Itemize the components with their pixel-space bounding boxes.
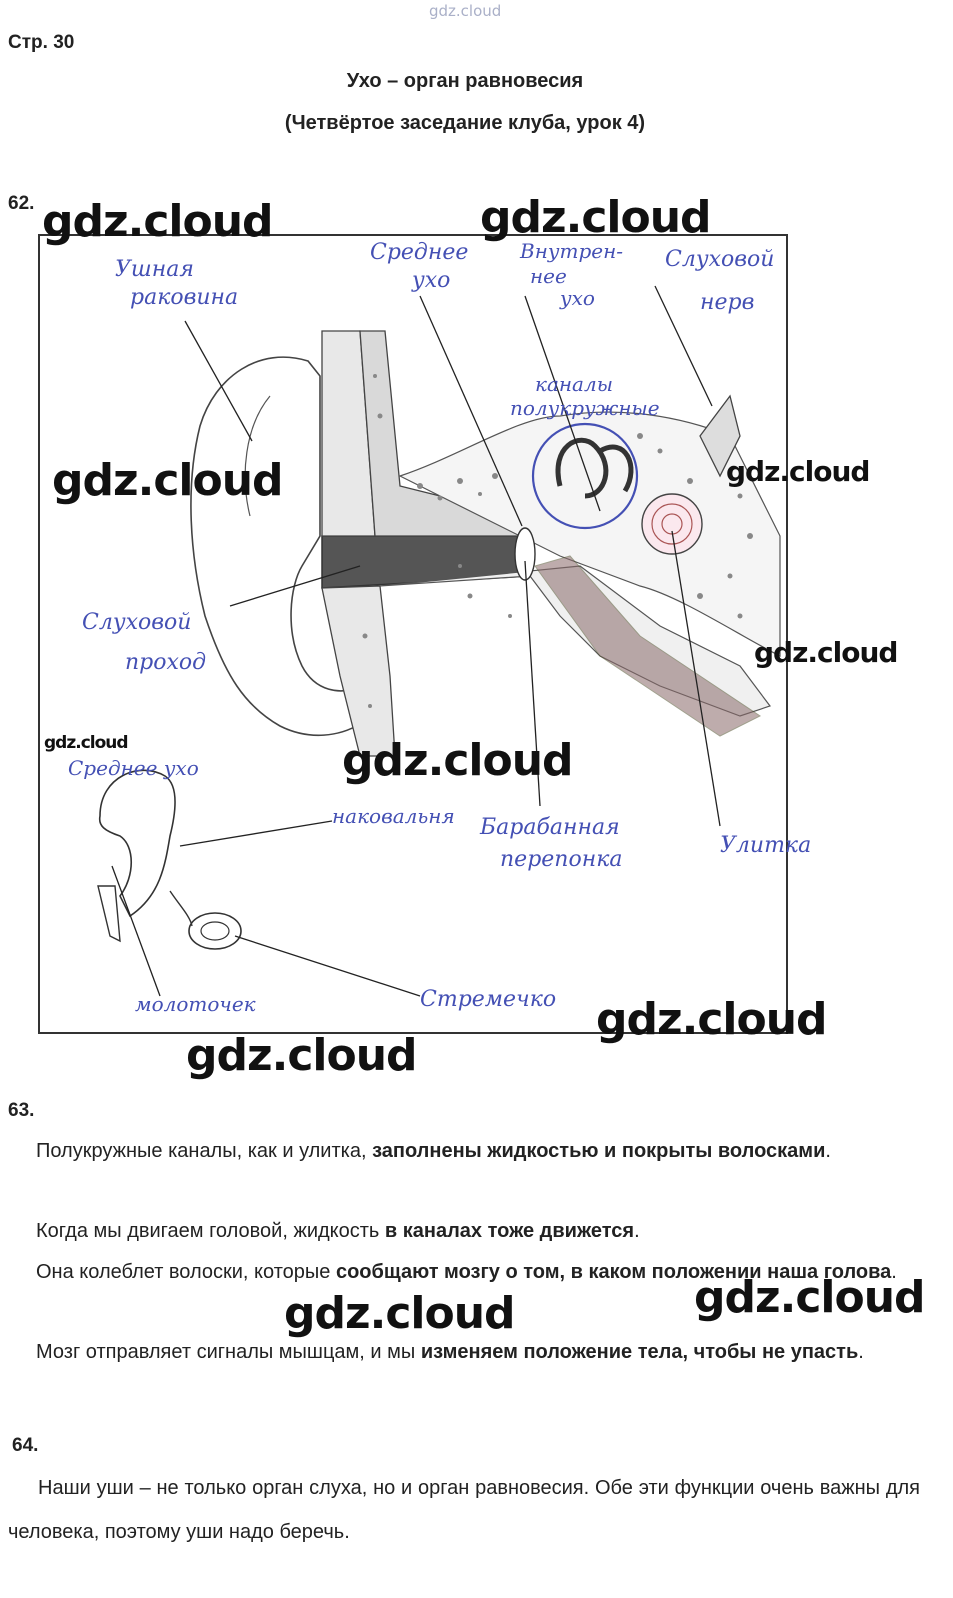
label-malleus: молоточек	[135, 992, 256, 1016]
label-cochlea: Улитка	[720, 833, 812, 858]
label-middle-ear-1: Среднее	[370, 240, 469, 265]
task-63-paragraph-4: Мозг отправляет сигналы мышцам, и мы изм…	[36, 1341, 864, 1363]
watermark: gdz.cloud	[480, 192, 712, 243]
label-middle-ear-small: Среднее ухо	[68, 756, 199, 780]
watermark: gdz.cloud	[596, 994, 828, 1045]
task-63-paragraph-3: Она колеблет волоски, которые сообщают м…	[36, 1261, 897, 1283]
label-canals-2: полукружные	[510, 396, 660, 420]
watermark: gdz.cloud	[342, 735, 574, 786]
ear-illustration	[97, 285, 781, 997]
label-inner-ear-2: нее	[530, 264, 567, 288]
label-auricle-2: раковина	[130, 285, 239, 310]
ear-diagram: Ушная раковина Среднее ухо Внутрен- нее …	[38, 234, 811, 1034]
watermark: gdz.cloud	[754, 636, 898, 669]
task-63-paragraph-1: Полукружные каналы, как и улитка, заполн…	[36, 1140, 831, 1162]
label-ear-canal-1: Слуховой	[82, 610, 192, 635]
label-eardrum-2: перепонка	[500, 847, 623, 872]
stapes-shape	[188, 912, 242, 950]
label-incus: наковальня	[332, 804, 455, 828]
watermark: gdz.cloud	[186, 1030, 418, 1081]
watermark: gdz.cloud	[694, 1272, 926, 1323]
watermark: gdz.cloud	[52, 455, 284, 506]
watermark-top: gdz.cloud	[429, 2, 502, 20]
watermark: gdz.cloud	[44, 733, 129, 753]
page-subtitle: (Четвёртое заседание клуба, урок 4)	[284, 112, 646, 134]
ear-canal-shape	[321, 535, 531, 589]
label-auricle-1: Ушная	[115, 257, 194, 282]
label-canals-1: каналы	[535, 372, 613, 396]
page-title: Ухо – орган равновесия	[346, 70, 584, 92]
label-middle-ear-2: ухо	[412, 268, 451, 293]
page-number: Стр. 30	[8, 32, 75, 53]
task-63-number: 63.	[8, 1100, 35, 1121]
incus-malleus-shape	[98, 769, 176, 918]
cochlea-shape	[641, 493, 703, 555]
task-63-paragraph-2: Когда мы двигаем головой, жидкость в кан…	[36, 1220, 640, 1242]
label-inner-ear-3: ухо	[560, 286, 595, 310]
label-eardrum-1: Барабанная	[480, 815, 620, 840]
label-auditory-nerve-1: Слуховой	[665, 247, 775, 272]
auricle-shape	[190, 356, 363, 737]
task-64-number: 64.	[12, 1435, 39, 1456]
label-auditory-nerve-2: нерв	[700, 290, 755, 315]
task-64-paragraph: Наши уши – не только орган слуха, но и о…	[8, 1477, 920, 1543]
label-ear-canal-2: проход	[125, 650, 207, 675]
watermark: gdz.cloud	[284, 1288, 516, 1339]
label-inner-ear-1: Внутрен-	[520, 239, 624, 263]
watermark: gdz.cloud	[42, 196, 274, 247]
task-62-number: 62.	[8, 193, 35, 214]
watermark: gdz.cloud	[726, 455, 870, 488]
canals-highlight-circle	[531, 422, 639, 530]
label-stapes: Стремечко	[420, 987, 557, 1012]
